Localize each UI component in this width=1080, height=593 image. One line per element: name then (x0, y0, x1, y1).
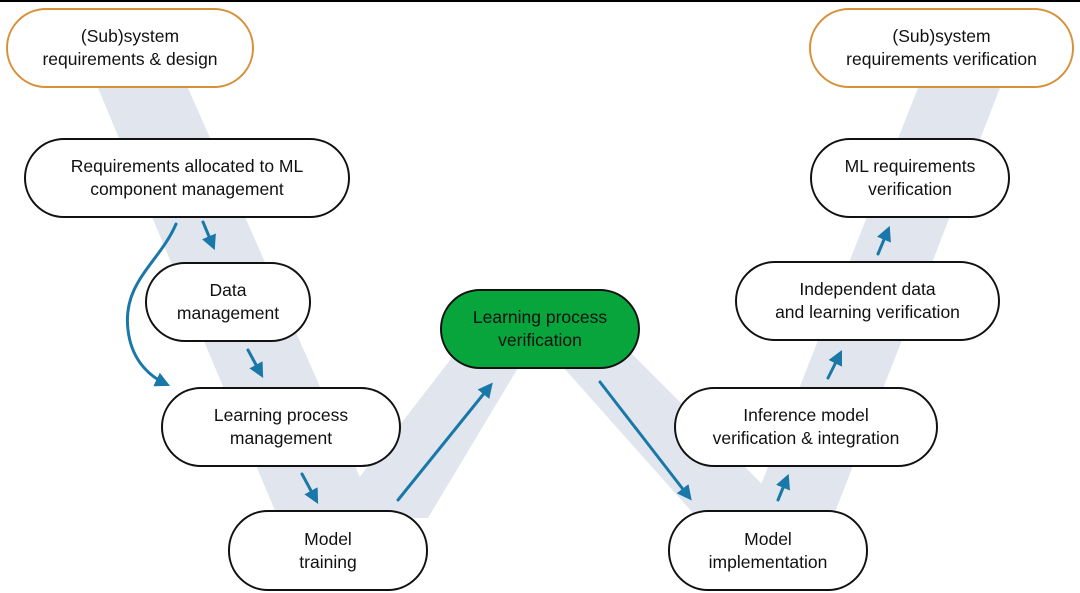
arrow-implementation-to-inference (776, 473, 790, 502)
subsystem-verification-node: (Sub)system requirements verification (809, 8, 1074, 88)
inference-verification-node: Inference model verification & integrati… (674, 387, 938, 467)
model-training-node: Model training (228, 510, 428, 591)
learning-process-verification-node: Learning process verification (440, 289, 640, 369)
requirements-allocated-node: Requirements allocated to ML component m… (24, 138, 350, 218)
top-border-line (0, 0, 1080, 2)
model-implementation-label: Model implementation (708, 528, 828, 572)
independent-verification-label: Independent data and learning verificati… (775, 279, 960, 322)
learning-process-management-label: Learning process management (213, 405, 349, 448)
arrow-training-to-lpv (396, 382, 493, 502)
data-management-node: Data management (145, 262, 311, 342)
requirements-allocated-label: Requirements allocated to ML component m… (70, 156, 304, 199)
data-management-label: Data management (176, 280, 280, 323)
arrow-req-to-data (201, 220, 216, 251)
subsystem-design-node: (Sub)system requirements & design (6, 8, 254, 88)
arrow-lpv-to-implementation (598, 380, 692, 501)
independent-verification-node: Independent data and learning verificati… (735, 261, 1000, 341)
ml-requirements-verification-label: ML requirements verification (844, 156, 976, 199)
learning-process-verification-label: Learning process verification (472, 307, 608, 350)
inference-verification-label: Inference model verification & integrati… (712, 405, 900, 448)
subsystem-verification-label: (Sub)system requirements verification (846, 26, 1037, 69)
subsystem-design-label: (Sub)system requirements & design (42, 26, 218, 69)
arrow-independent-to-mlreq (876, 225, 891, 256)
arrow-inference-to-independent (826, 349, 843, 380)
band-center-descent (530, 330, 808, 530)
model-training-label: Model training (299, 528, 357, 572)
arrow-data-to-learning (246, 348, 264, 378)
arrow-req-to-learning-curved (125, 222, 178, 387)
ml-requirements-verification-node: ML requirements verification (810, 138, 1010, 218)
learning-process-management-node: Learning process management (161, 387, 401, 467)
arrow-learning-to-training (300, 472, 319, 504)
model-implementation-node: Model implementation (668, 510, 868, 591)
